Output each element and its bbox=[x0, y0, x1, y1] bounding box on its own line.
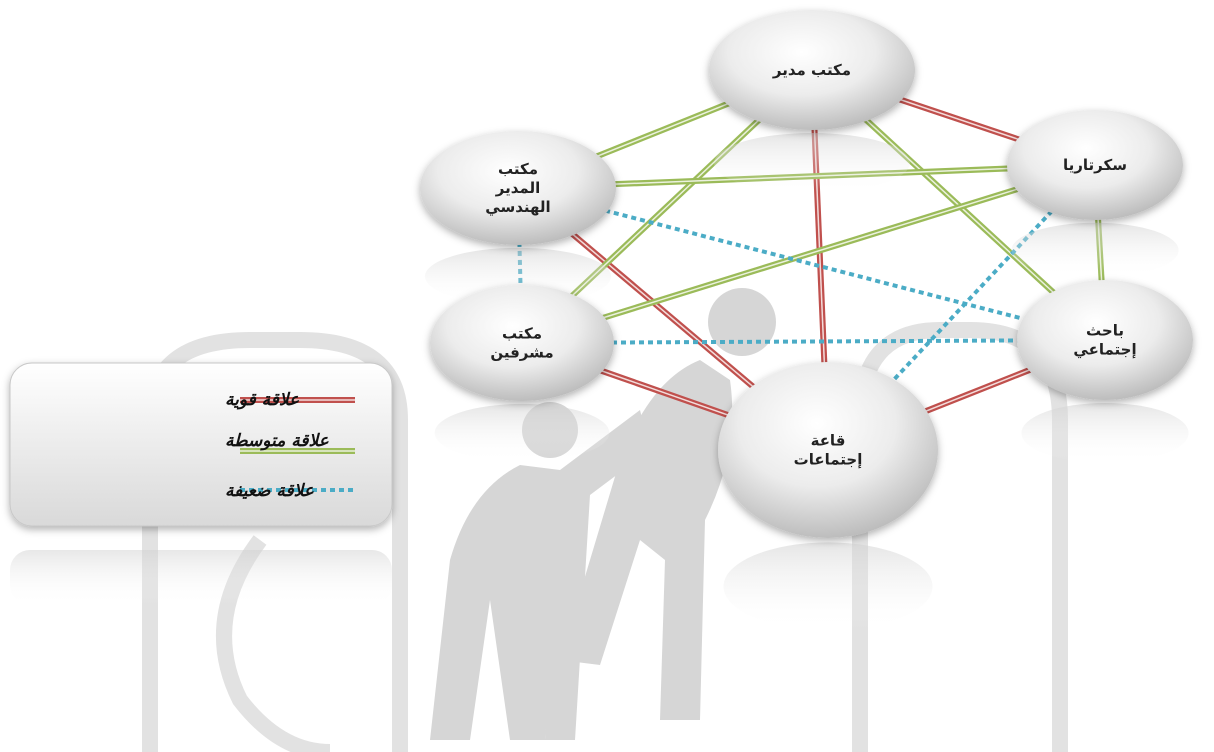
edge-supervisors-researcher bbox=[521, 338, 1106, 345]
legend-label-medium: علاقة متوسطة bbox=[225, 431, 330, 451]
legend-item-weak: علاقة ضعيفة bbox=[225, 481, 355, 501]
node-label: الهندسي bbox=[485, 198, 550, 216]
node-reflection bbox=[714, 133, 910, 193]
node-secretary: سكرتاريا bbox=[1007, 110, 1183, 278]
node-reflection bbox=[434, 403, 610, 462]
legend: علاقة قوية علاقة متوسطة علاقة ضعيفة bbox=[9, 362, 393, 605]
node-label: مشرفين bbox=[490, 344, 553, 362]
node-manager: مكتب مدير bbox=[709, 10, 915, 193]
node-ellipse bbox=[718, 362, 938, 538]
edge-engineer-researcher bbox=[517, 186, 1106, 342]
node-reflection bbox=[1011, 222, 1179, 278]
node-reflection bbox=[1021, 403, 1189, 463]
node-ellipse bbox=[709, 10, 915, 130]
node-ellipse bbox=[420, 131, 616, 245]
node-reflection bbox=[424, 247, 612, 305]
edge-highlight bbox=[521, 164, 1096, 344]
legend-label-weak: علاقة ضعيفة bbox=[225, 481, 315, 501]
node-ellipse bbox=[1007, 110, 1183, 220]
edge-line-weak bbox=[517, 186, 1106, 342]
node-label: مكتب مدير bbox=[772, 61, 851, 79]
legend-label-strong: علاقة قوية bbox=[225, 390, 300, 410]
node-label: مكتب bbox=[498, 160, 538, 178]
node-label: إجتماعي bbox=[1073, 341, 1136, 359]
node-label: باحث bbox=[1086, 322, 1124, 340]
legend-item-strong: علاقة قوية bbox=[225, 390, 355, 410]
edge-line-weak bbox=[521, 338, 1106, 345]
node-reflection bbox=[723, 542, 933, 631]
node-ellipse bbox=[1017, 280, 1193, 400]
node-label: قاعة bbox=[811, 432, 846, 450]
node-label: مكتب bbox=[502, 325, 542, 343]
node-label: المدير bbox=[495, 179, 540, 197]
legend-box bbox=[9, 362, 393, 527]
legend-reflection bbox=[10, 550, 392, 605]
node-ellipse bbox=[430, 285, 614, 401]
nodes: مكتب مديرمكتبالمديرالهندسيسكرتاريامكتبمش… bbox=[420, 10, 1193, 631]
edge-secretary-supervisors bbox=[521, 162, 1096, 346]
node-label: إجتماعات bbox=[794, 451, 863, 469]
node-label: سكرتاريا bbox=[1063, 156, 1127, 174]
legend-item-medium: علاقة متوسطة bbox=[225, 431, 355, 454]
